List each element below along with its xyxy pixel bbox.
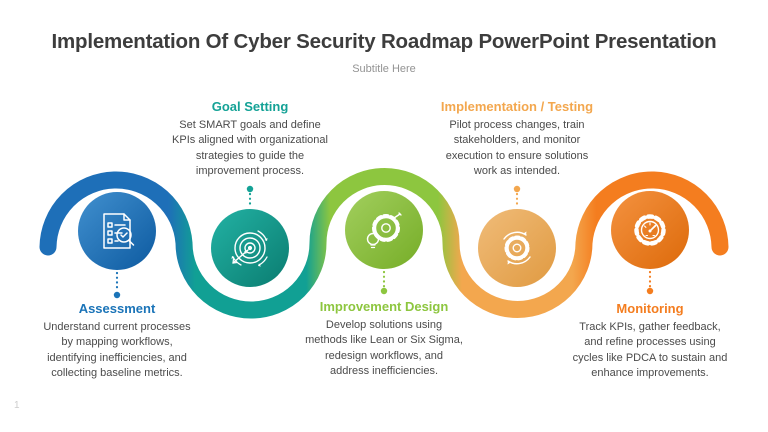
stage-title-goal-setting: Goal Setting: [211, 99, 289, 114]
slide-title: Implementation Of Cyber Security Roadmap…: [51, 30, 717, 53]
stage-description-assessment: Understand current processes by mapping …: [43, 321, 191, 379]
stage-description-monitoring: Track KPIs, gather feedback, and refine …: [572, 321, 728, 379]
stage-title-monitoring: Monitoring: [616, 301, 684, 316]
stage-title-improvement-design: Improvement Design: [319, 299, 449, 314]
page-number: 1: [14, 400, 20, 411]
stage-block-improvement-design: Improvement Design Develop solutions usi…: [288, 299, 480, 379]
stage-description-implementation-testing: Pilot process changes, train stakeholder…: [445, 119, 589, 177]
connector-dot-assessment: [113, 291, 121, 299]
stage-circle-improvement-design: [345, 191, 423, 269]
stage-block-goal-setting: Goal Setting Set SMART goals and define …: [154, 99, 346, 179]
gear-idea-pencil-icon: [366, 212, 402, 249]
target-arrow-icon: [231, 230, 268, 267]
slide-subtitle: Subtitle Here: [352, 63, 416, 75]
stage-block-assessment: Assessment Understand current processes …: [21, 301, 213, 381]
gauge-gear-icon: [634, 214, 666, 246]
stage-block-implementation-testing: Implementation / Testing Pilot process c…: [421, 99, 613, 179]
roadmap-ribbon: [39, 168, 729, 319]
connector-dot-monitoring: [646, 287, 654, 295]
stage-description-improvement-design: Develop solutions using methods like Lea…: [305, 319, 463, 377]
connector-dot-implementation-testing: [513, 185, 521, 193]
connector-dot-goal-setting: [246, 185, 254, 193]
stage-block-monitoring: Monitoring Track KPIs, gather feedback, …: [554, 301, 746, 381]
stage-circle-assessment: [78, 192, 156, 270]
stage-description-goal-setting: Set SMART goals and define KPIs aligned …: [172, 119, 328, 177]
stage-circle-implementation-testing: [478, 209, 556, 287]
stage-title-implementation-testing: Implementation / Testing: [440, 99, 594, 114]
document-search-icon: [103, 213, 135, 249]
stage-title-assessment: Assessment: [78, 301, 156, 316]
connector-dot-improvement-design: [380, 287, 388, 295]
gear-sync-arrows-icon: [503, 231, 531, 265]
